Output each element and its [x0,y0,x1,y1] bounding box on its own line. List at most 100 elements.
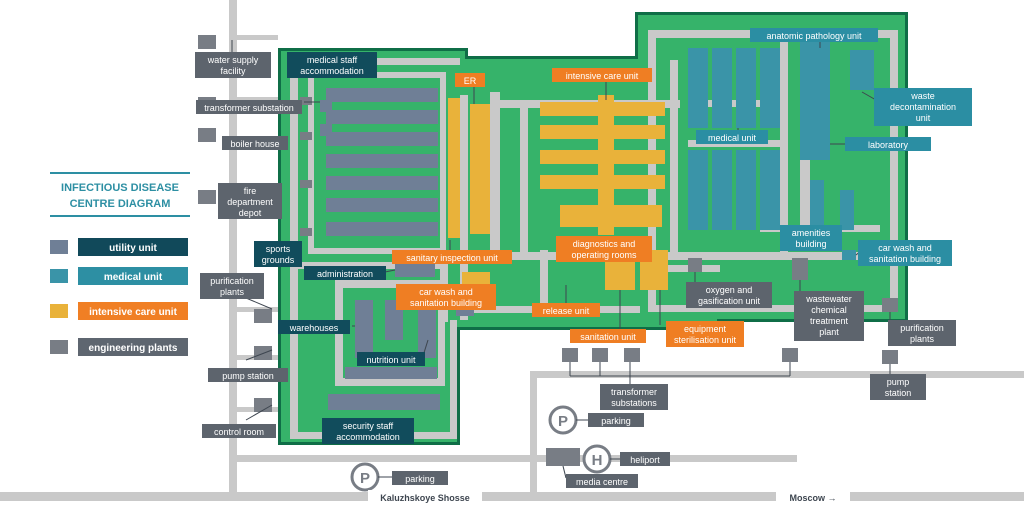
svg-text:anatomic pathology unit: anatomic pathology unit [766,31,862,41]
svg-text:grounds: grounds [262,255,295,265]
label-release-unit: release unit [532,303,600,317]
svg-text:heliport: heliport [630,455,660,465]
label-purification-left: purification plants [200,273,264,299]
svg-text:transformer substation: transformer substation [204,103,294,113]
svg-text:ER: ER [464,76,477,86]
label-sanitation-unit: sanitation unit [570,329,646,343]
svg-text:station: station [885,388,912,398]
svg-text:unit: unit [916,113,931,123]
parking-lower-glyph: P [360,470,370,487]
label-car-wash-right: car wash and sanitation building [858,240,952,266]
label-kaluzhskoye: Kaluzhskoye Shosse [368,490,482,504]
svg-text:media centre: media centre [576,477,628,487]
svg-text:intensive care unit: intensive care unit [566,71,639,81]
svg-text:accommodation: accommodation [300,66,364,76]
svg-text:Kaluzhskoye Shosse: Kaluzhskoye Shosse [380,493,470,503]
svg-text:treatment: treatment [810,316,849,326]
label-transformer-substation: transformer substation [196,100,302,114]
label-parking-upper: parking [588,413,644,427]
medical-blocks [688,38,874,260]
legend-label-plant: engineering plants [89,343,178,354]
svg-text:accommodation: accommodation [336,432,400,442]
svg-text:car wash and: car wash and [419,287,473,297]
svg-text:oxygen and: oxygen and [706,285,753,295]
label-administration: administration [304,266,386,280]
label-security-staff: security staff accommodation [322,418,414,444]
legend-swatch-medical [50,269,68,283]
label-pump-station-right: pump station [870,374,926,400]
svg-text:amenities: amenities [792,228,831,238]
svg-text:equipment: equipment [684,324,727,334]
svg-text:boiler house: boiler house [230,139,279,149]
label-water-supply: water supply facility [195,52,271,78]
svg-text:sanitary inspection unit: sanitary inspection unit [406,253,498,263]
heliport-glyph: H [592,452,603,469]
label-wastewater: wastewater chemical treatment plant [794,291,864,341]
legend-label-bg-utility [78,238,188,256]
svg-text:medical staff: medical staff [307,55,358,65]
label-intensive-care: intensive care unit [552,68,652,82]
svg-text:sanitation unit: sanitation unit [580,332,636,342]
svg-text:sanitation building: sanitation building [410,298,482,308]
label-medical-unit: medical unit [696,130,768,144]
legend-label-bg-plant [78,338,188,356]
svg-text:sanitation building: sanitation building [869,254,941,264]
svg-text:laboratory: laboratory [868,140,909,150]
label-transformer-substations: transformer substations [600,384,668,410]
label-moscow: Moscow → [776,490,850,504]
engineering-plants [198,35,898,466]
label-fire-depot: fire department depot [218,183,282,219]
svg-text:purification: purification [210,276,254,286]
legend-label-icu: intensive care unit [89,307,177,318]
svg-text:plants: plants [910,334,935,344]
svg-text:chemical: chemical [811,305,847,315]
legend-label-medical: medical unit [104,272,163,283]
svg-text:operating rooms: operating rooms [571,250,637,260]
legend-label-bg-icu [78,302,188,320]
legend-swatch-plant [50,340,68,354]
svg-text:water supply: water supply [207,55,259,65]
svg-text:control room: control room [214,427,264,437]
utility-blocks [320,88,474,410]
legend-label-bg-medical [78,267,188,285]
svg-text:purification: purification [900,323,944,333]
label-diagnostics: diagnostics and operating rooms [556,236,652,262]
svg-text:pump station: pump station [222,371,274,381]
svg-text:security staff: security staff [343,421,394,431]
svg-text:warehouses: warehouses [289,323,339,333]
label-er: ER [455,73,485,87]
label-parking-lower: parking [392,471,448,485]
label-warehouses: warehouses [278,320,350,334]
svg-text:pump: pump [887,377,910,387]
legend-title-line1: INFECTIOUS DISEASE [61,182,179,194]
svg-text:waste: waste [910,91,935,101]
svg-text:gasification unit: gasification unit [698,296,761,306]
label-car-wash-left: car wash and sanitation building [396,284,496,310]
label-medical-staff: medical staff accommodation [287,52,377,78]
svg-text:administration: administration [317,269,373,279]
svg-text:plant: plant [819,327,839,337]
label-nutrition-unit: nutrition unit [357,352,425,366]
legend-swatch-utility [50,240,68,254]
legend-swatch-icu [50,304,68,318]
svg-text:fire: fire [244,186,257,196]
svg-text:facility: facility [220,66,246,76]
icu-blocks [448,95,668,290]
label-boiler-house: boiler house [222,136,288,150]
label-waste-decontamination: waste decontamination unit [874,88,972,126]
label-purification-right: purification plants [888,320,956,346]
svg-text:parking: parking [601,416,631,426]
label-oxygen: oxygen and gasification unit [686,282,772,308]
legend-title-line2: CENTRE DIAGRAM [70,198,171,210]
svg-text:diagnostics and: diagnostics and [573,239,636,249]
label-amenities: amenities building [780,225,842,251]
svg-text:depot: depot [239,208,262,218]
label-anatomic-pathology: anatomic pathology unit [750,28,878,42]
svg-text:building: building [795,239,826,249]
svg-text:transformer: transformer [611,387,657,397]
svg-text:medical unit: medical unit [708,133,757,143]
svg-text:decontamination: decontamination [890,102,956,112]
svg-text:wastewater: wastewater [805,294,852,304]
label-laboratory: laboratory [845,137,931,151]
